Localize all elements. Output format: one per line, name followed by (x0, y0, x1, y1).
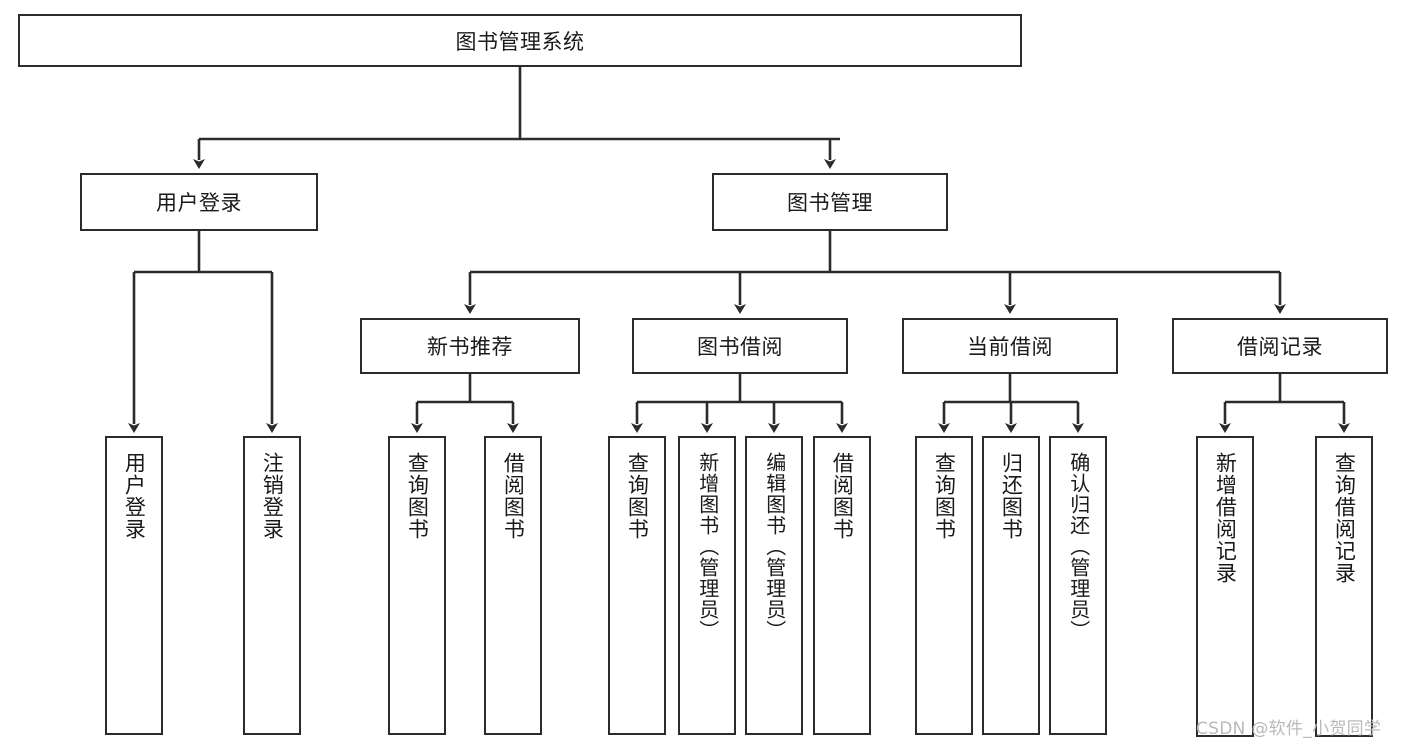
leaf-borrow-book-recommend-label: 借阅图书 (501, 452, 526, 540)
leaf-confirm-return-admin-label: 确认归还（管理员） (1066, 452, 1091, 641)
leaf-query-book-recommend[interactable]: 查询图书 (388, 436, 446, 735)
leaf-logout[interactable]: 注销登录 (243, 436, 301, 735)
leaf-return-book-label: 归还图书 (999, 452, 1024, 540)
leaf-query-book-borrow-label: 查询图书 (625, 452, 650, 540)
leaf-return-book[interactable]: 归还图书 (982, 436, 1040, 735)
leaf-add-borrow-record-label: 新增借阅记录 (1213, 452, 1238, 584)
node-user-login-label: 用户登录 (156, 191, 242, 215)
leaf-logout-label: 注销登录 (260, 452, 285, 540)
node-borrow-records[interactable]: 借阅记录 (1172, 318, 1388, 374)
node-book-management-label: 图书管理 (787, 191, 873, 215)
leaf-user-login-label: 用户登录 (122, 452, 147, 540)
leaf-borrow-book-recommend[interactable]: 借阅图书 (484, 436, 542, 735)
node-root[interactable]: 图书管理系统 (18, 14, 1022, 67)
leaf-user-login[interactable]: 用户登录 (105, 436, 163, 735)
leaf-query-book-recommend-label: 查询图书 (405, 452, 430, 540)
leaf-add-borrow-record[interactable]: 新增借阅记录 (1196, 436, 1254, 737)
leaf-borrow-book[interactable]: 借阅图书 (813, 436, 871, 735)
leaf-edit-book-admin-label: 编辑图书（管理员） (762, 452, 787, 641)
leaf-confirm-return-admin[interactable]: 确认归还（管理员） (1049, 436, 1107, 735)
csdn-watermark: CSDN @软件_小贺同学 (1196, 719, 1382, 739)
node-user-login[interactable]: 用户登录 (80, 173, 318, 231)
leaf-query-book-current[interactable]: 查询图书 (915, 436, 973, 735)
leaf-query-borrow-record[interactable]: 查询借阅记录 (1315, 436, 1373, 737)
node-book-borrow-label: 图书借阅 (697, 335, 783, 359)
leaf-query-borrow-record-label: 查询借阅记录 (1332, 452, 1357, 584)
node-root-label: 图书管理系统 (455, 29, 585, 54)
node-new-book-recommend[interactable]: 新书推荐 (360, 318, 580, 374)
node-current-borrow[interactable]: 当前借阅 (902, 318, 1118, 374)
leaf-add-book-admin[interactable]: 新增图书（管理员） (678, 436, 736, 735)
node-current-borrow-label: 当前借阅 (967, 335, 1053, 359)
leaf-borrow-book-label: 借阅图书 (830, 452, 855, 540)
leaf-add-book-admin-label: 新增图书（管理员） (695, 452, 720, 641)
node-borrow-records-label: 借阅记录 (1237, 335, 1323, 359)
node-new-book-recommend-label: 新书推荐 (427, 335, 513, 359)
node-book-management[interactable]: 图书管理 (712, 173, 948, 231)
node-book-borrow[interactable]: 图书借阅 (632, 318, 848, 374)
leaf-query-book-borrow[interactable]: 查询图书 (608, 436, 666, 735)
leaf-query-book-current-label: 查询图书 (932, 452, 957, 540)
leaf-edit-book-admin[interactable]: 编辑图书（管理员） (745, 436, 803, 735)
